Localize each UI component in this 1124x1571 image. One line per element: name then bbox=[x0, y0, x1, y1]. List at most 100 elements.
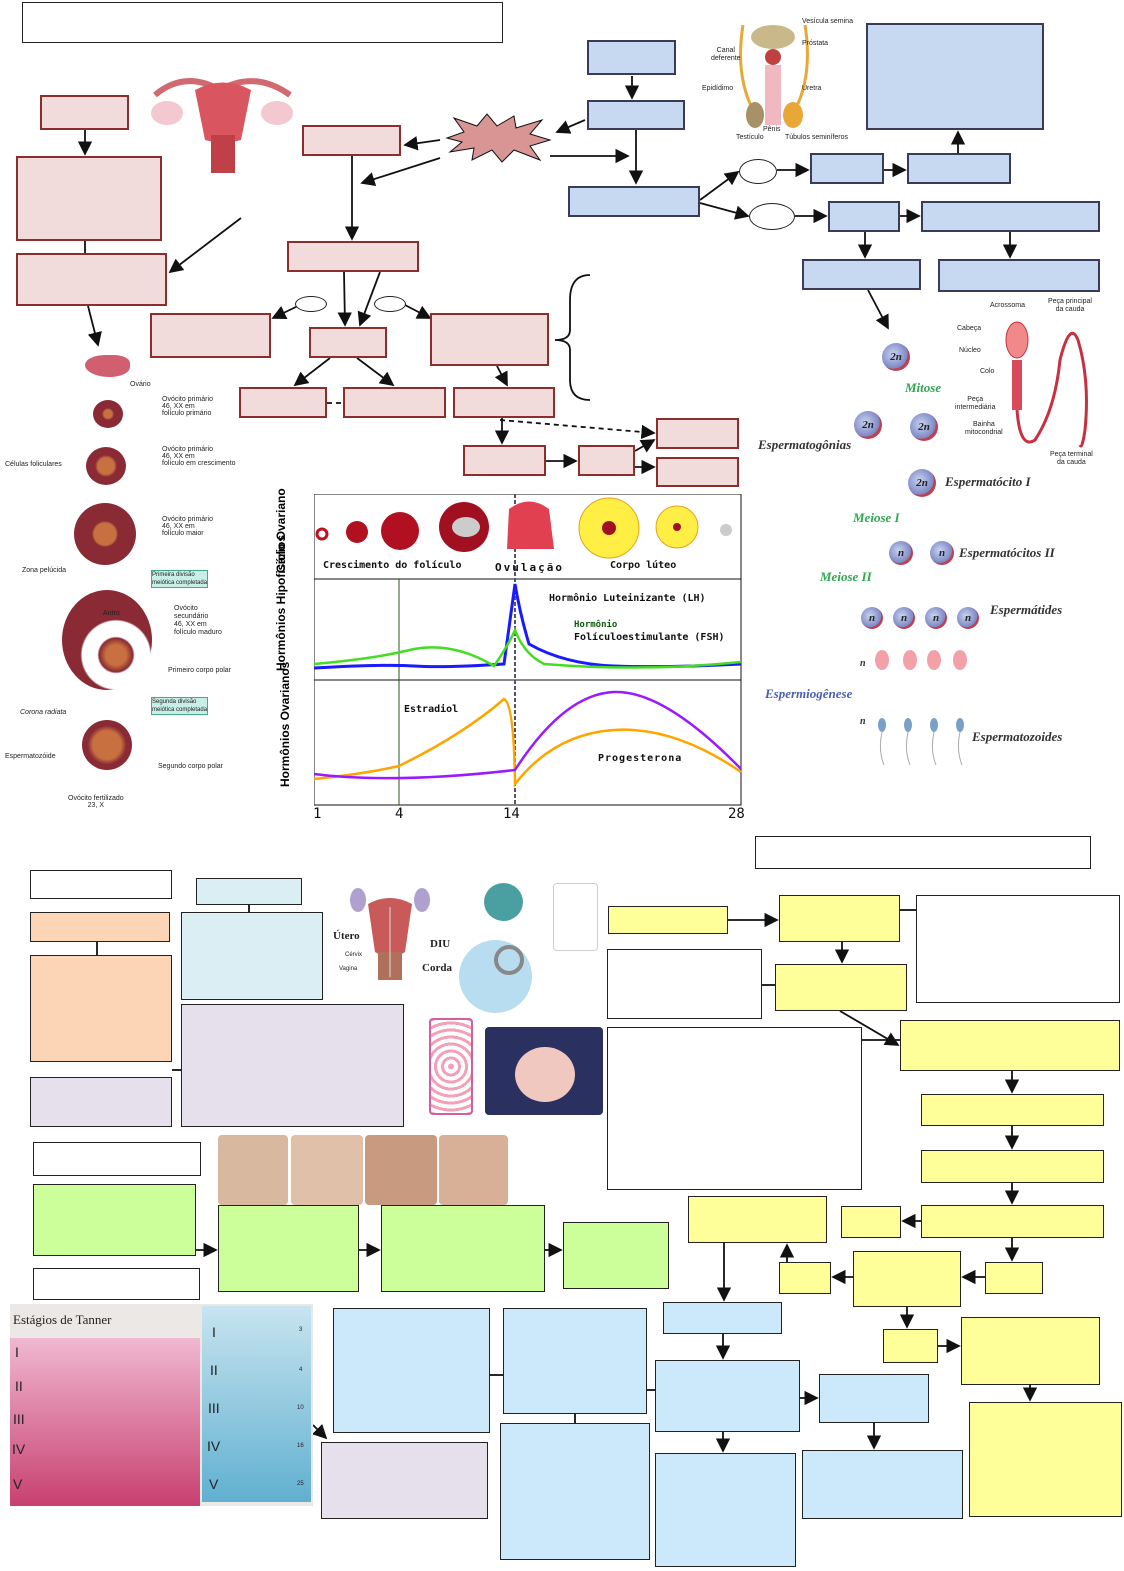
blank-box[interactable] bbox=[921, 1094, 1104, 1126]
blank-box[interactable] bbox=[828, 201, 900, 232]
blank-box[interactable] bbox=[30, 870, 172, 899]
blank-box[interactable] bbox=[453, 387, 555, 418]
blank-box[interactable] bbox=[33, 1142, 201, 1176]
blank-box[interactable] bbox=[907, 153, 1011, 184]
label: n bbox=[889, 541, 913, 565]
label: Corda bbox=[422, 962, 452, 974]
label: Acrossoma bbox=[990, 302, 1026, 309]
label: Espermatozóide bbox=[5, 753, 56, 760]
blank-box[interactable] bbox=[430, 313, 549, 366]
label: IV bbox=[207, 1438, 221, 1454]
blank-box[interactable] bbox=[985, 1262, 1043, 1294]
title-box-female[interactable] bbox=[22, 2, 503, 43]
blank-box[interactable] bbox=[503, 1308, 647, 1414]
diaphragm-icon bbox=[485, 1027, 603, 1115]
label: IV bbox=[12, 1441, 26, 1457]
blank-box[interactable] bbox=[900, 1020, 1120, 1071]
blank-box[interactable] bbox=[309, 327, 387, 358]
label: Meiose II bbox=[820, 569, 872, 584]
label: 2n bbox=[908, 469, 936, 497]
blank-box[interactable] bbox=[30, 955, 172, 1062]
blank-box[interactable] bbox=[938, 259, 1100, 292]
blank-box[interactable] bbox=[578, 445, 635, 476]
label: Peça terminal da cauda bbox=[1050, 451, 1093, 466]
blank-box[interactable] bbox=[30, 1077, 172, 1127]
blank-box[interactable] bbox=[333, 1308, 490, 1433]
label: n bbox=[925, 607, 947, 629]
label: Ovulação bbox=[495, 561, 564, 574]
title-box-male[interactable] bbox=[755, 836, 1091, 869]
label: II bbox=[15, 1378, 23, 1394]
blank-box[interactable] bbox=[150, 313, 271, 358]
label: Primeira divisão meiótica completada bbox=[151, 570, 209, 588]
label: DIU bbox=[430, 938, 451, 950]
blank-box[interactable] bbox=[841, 1206, 901, 1238]
blank-oval[interactable] bbox=[739, 159, 777, 184]
blank-box[interactable] bbox=[775, 964, 907, 1011]
blank-box[interactable] bbox=[655, 1360, 800, 1432]
label: Zona pelúcida bbox=[22, 567, 66, 574]
blank-box[interactable] bbox=[181, 912, 323, 1000]
blank-box[interactable] bbox=[343, 387, 446, 418]
blank-box[interactable] bbox=[656, 457, 739, 487]
blank-box[interactable] bbox=[921, 201, 1100, 232]
label: Pênis bbox=[763, 126, 781, 133]
blank-box[interactable] bbox=[779, 1262, 831, 1294]
label: Hormônios Hipofisários bbox=[274, 534, 288, 671]
blank-box[interactable] bbox=[302, 125, 401, 156]
blank-box[interactable] bbox=[802, 259, 921, 290]
blank-box[interactable] bbox=[921, 1205, 1104, 1238]
blank-box[interactable] bbox=[663, 1302, 782, 1334]
label: Hormônio bbox=[574, 620, 618, 630]
blank-box[interactable] bbox=[656, 418, 739, 449]
label: Hormônios Ovarianos bbox=[278, 661, 292, 787]
label: Bainha mitocondrial bbox=[965, 421, 1003, 436]
label: V bbox=[209, 1476, 219, 1492]
blank-box[interactable] bbox=[883, 1329, 938, 1363]
blank-box[interactable] bbox=[33, 1184, 196, 1256]
label: II bbox=[210, 1362, 218, 1378]
blank-box[interactable] bbox=[916, 895, 1120, 1003]
blank-box[interactable] bbox=[40, 95, 129, 130]
blank-box[interactable] bbox=[16, 156, 162, 241]
blank-box[interactable] bbox=[568, 186, 700, 217]
blank-box[interactable] bbox=[321, 1442, 488, 1519]
blank-box[interactable] bbox=[33, 1268, 200, 1300]
blank-box[interactable] bbox=[563, 1222, 669, 1289]
blank-box[interactable] bbox=[853, 1251, 961, 1307]
label: Próstata bbox=[802, 40, 829, 47]
blank-oval[interactable] bbox=[749, 203, 795, 230]
blank-box[interactable] bbox=[921, 1150, 1104, 1183]
blank-box[interactable] bbox=[969, 1402, 1122, 1517]
blank-box[interactable] bbox=[655, 1453, 796, 1567]
blank-box[interactable] bbox=[607, 1027, 862, 1190]
label: III bbox=[208, 1400, 220, 1416]
label: Colo bbox=[980, 368, 995, 375]
blank-box[interactable] bbox=[866, 23, 1044, 130]
blank-box[interactable] bbox=[779, 895, 900, 942]
blank-box[interactable] bbox=[181, 1004, 404, 1127]
blank-box[interactable] bbox=[587, 100, 685, 130]
blank-box[interactable] bbox=[810, 153, 884, 184]
label: 2n bbox=[882, 343, 910, 371]
blank-box[interactable] bbox=[218, 1205, 359, 1292]
blank-box[interactable] bbox=[607, 949, 762, 1019]
blank-box[interactable] bbox=[961, 1317, 1100, 1385]
blank-oval[interactable] bbox=[374, 296, 406, 312]
blank-box[interactable] bbox=[500, 1423, 650, 1560]
blank-box[interactable] bbox=[196, 878, 302, 905]
blank-box[interactable] bbox=[287, 241, 419, 272]
blank-box[interactable] bbox=[381, 1205, 545, 1292]
blank-box[interactable] bbox=[239, 387, 327, 418]
blank-box[interactable] bbox=[463, 445, 546, 476]
label: Corona radiata bbox=[20, 709, 67, 716]
blank-box[interactable] bbox=[587, 40, 676, 75]
blank-box[interactable] bbox=[30, 912, 170, 942]
label: Peça principal da cauda bbox=[1048, 298, 1092, 313]
blank-box[interactable] bbox=[16, 253, 167, 306]
blank-box[interactable] bbox=[802, 1450, 963, 1519]
blank-box[interactable] bbox=[819, 1374, 929, 1423]
blank-oval[interactable] bbox=[295, 296, 327, 312]
blank-box[interactable] bbox=[608, 906, 728, 934]
blank-box[interactable] bbox=[688, 1196, 827, 1243]
